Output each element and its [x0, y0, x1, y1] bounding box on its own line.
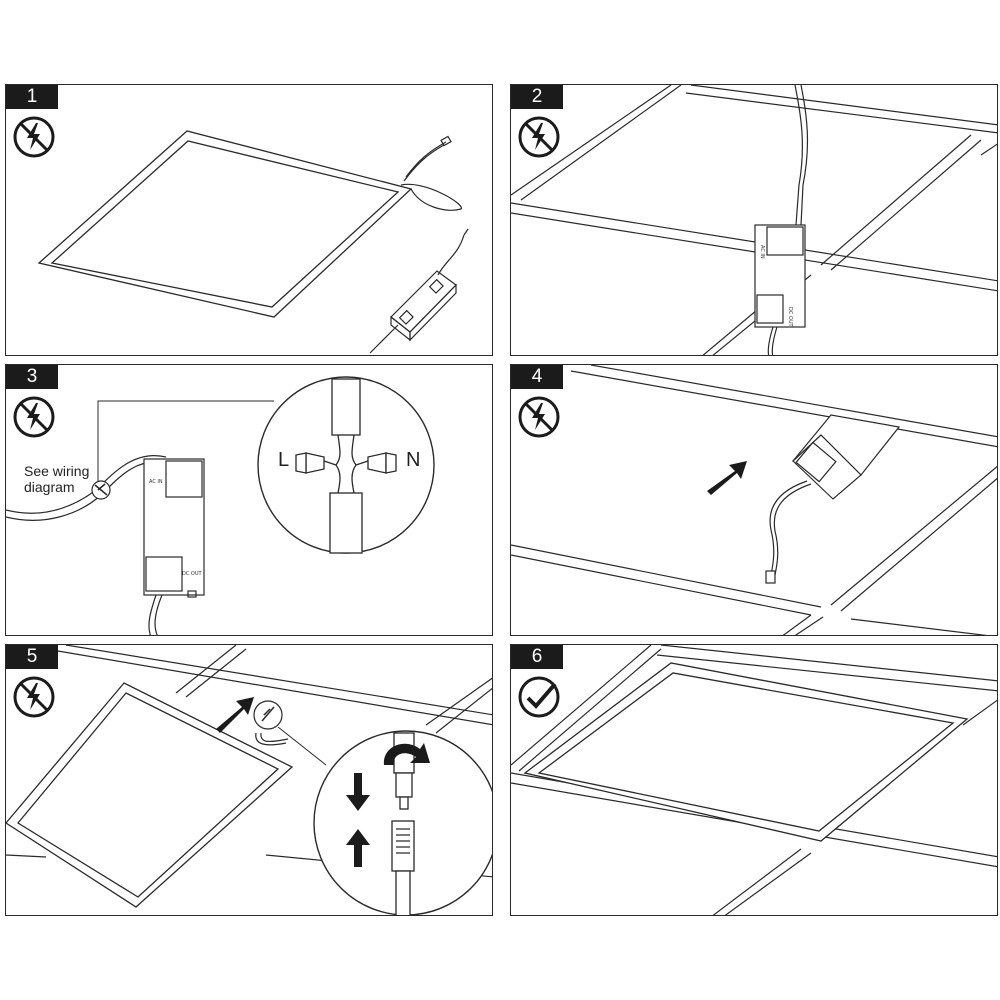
driver-cables [767, 85, 809, 355]
wire-junction [295, 378, 397, 554]
step-6-illustration [511, 645, 997, 915]
power-cable [400, 135, 462, 211]
installed-led-panel [523, 662, 969, 842]
step-2-panel: 2 AC IN DC OUT [510, 84, 998, 356]
no-electricity-icon [13, 116, 55, 158]
led-driver [791, 414, 901, 500]
step-number: 1 [6, 85, 58, 109]
insert-arrow [707, 461, 747, 495]
step-4-illustration [511, 365, 997, 635]
step-number: 3 [6, 365, 58, 389]
svg-text:AC IN: AC IN [759, 245, 765, 259]
step-5-panel: 5 [5, 644, 493, 916]
up-arrow [346, 829, 370, 867]
live-wire-label: L [278, 449, 290, 471]
led-driver: AC IN DC OUT [143, 458, 205, 598]
neutral-wire-label: N [406, 449, 421, 471]
ceiling-grid [511, 85, 997, 355]
twist-arrow [383, 743, 430, 765]
step-number: 2 [511, 85, 563, 109]
led-driver [369, 228, 469, 354]
step-4-panel: 4 [510, 364, 998, 636]
step-3-panel: 3 See wiring diagram L N AC IN DC OUT [5, 364, 493, 636]
led-panel [6, 682, 294, 908]
led-panel [37, 130, 413, 318]
driver-cable [765, 480, 812, 584]
svg-text:DC OUT: DC OUT [182, 571, 203, 577]
step-3-illustration: AC IN DC OUT [6, 376, 435, 635]
wiring-note: See wiring diagram [24, 463, 90, 495]
step-2-illustration: AC IN DC OUT [511, 85, 997, 355]
step-1-panel: 1 [5, 84, 493, 356]
no-electricity-icon [13, 396, 55, 438]
led-driver: AC IN DC OUT [754, 224, 806, 328]
ceiling-grid [511, 365, 997, 635]
no-electricity-icon [518, 116, 560, 158]
down-arrow [346, 773, 370, 811]
dc-connector [391, 732, 415, 915]
step-1-illustration [37, 130, 469, 354]
step-number: 4 [511, 365, 563, 389]
svg-text:DC OUT: DC OUT [787, 307, 793, 328]
step-5-illustration [6, 645, 492, 915]
step-6-panel: 6 [510, 644, 998, 916]
svg-text:AC IN: AC IN [149, 479, 163, 485]
power-cable [255, 732, 289, 746]
no-electricity-icon [518, 396, 560, 438]
step-number: 6 [511, 645, 563, 669]
no-electricity-icon [13, 676, 55, 718]
checkmark-icon [518, 676, 560, 718]
insert-arrow [216, 697, 254, 733]
step-number: 5 [6, 645, 58, 669]
